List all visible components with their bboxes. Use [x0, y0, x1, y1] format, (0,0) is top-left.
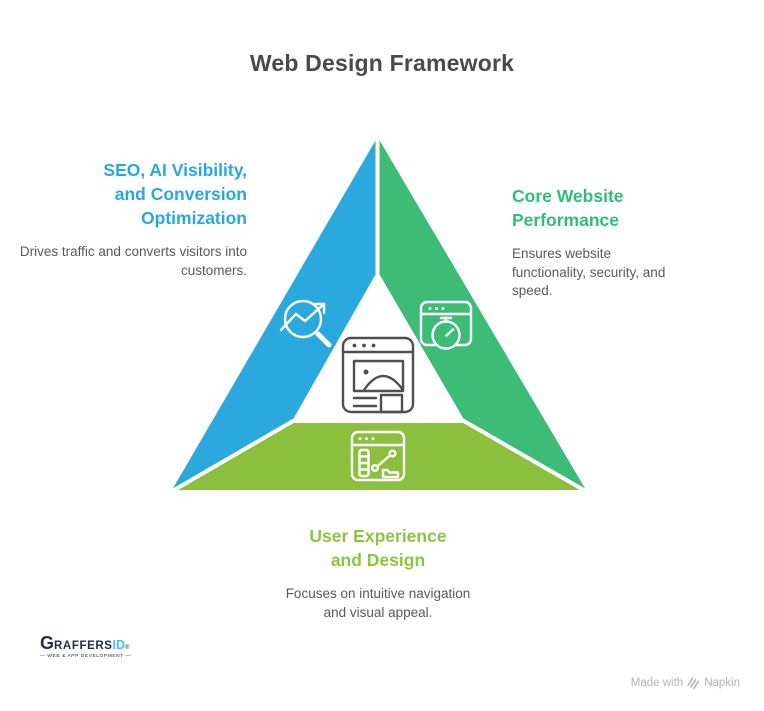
section-ux: User Experience and Design Focuses on in… — [282, 524, 474, 622]
section-performance-heading: Core Website Performance — [512, 186, 624, 230]
browser-chart-icon — [350, 430, 406, 482]
logo-letter-g: G — [40, 633, 55, 653]
triangle-band-ux — [172, 423, 586, 490]
registered-mark: ® — [125, 645, 130, 651]
credit-prefix: Made with — [630, 676, 684, 689]
search-trend-icon — [279, 299, 332, 348]
section-seo-heading: SEO, AI Visibility, and Conversion Optim… — [103, 160, 247, 228]
browser-image-icon — [341, 336, 415, 414]
graffersid-logo: GRAFFERSID® — WEB & APP DEVELOPMENT — — [40, 634, 131, 660]
separator-bottom-right — [462, 418, 590, 495]
logo-id-text: ID — [112, 638, 126, 652]
separator-bottom-left — [167, 418, 296, 495]
credit-brand: Napkin — [704, 676, 740, 689]
napkin-icon — [687, 677, 700, 689]
graffersid-logo-wordmark: GRAFFERSID® — [40, 634, 131, 653]
triangle-band-seo — [172, 137, 378, 490]
logo-raffers-text: RAFFERS — [54, 640, 113, 652]
section-performance: Core Website Performance Ensures website… — [512, 184, 680, 301]
triangle-band-performance — [377, 137, 586, 490]
section-ux-body: Focuses on intuitive navigation and visu… — [285, 586, 471, 620]
napkin-credit[interactable]: Made with Napkin — [631, 676, 740, 689]
page-title: Web Design Framework — [249, 50, 515, 76]
section-ux-heading: User Experience and Design — [309, 526, 447, 570]
section-seo: SEO, AI Visibility, and Conversion Optim… — [12, 158, 247, 280]
section-performance-body: Ensures website functionality, security,… — [512, 246, 666, 298]
section-seo-body: Drives traffic and converts visitors int… — [19, 244, 247, 278]
logo-tagline: — WEB & APP DEVELOPMENT — — [40, 654, 132, 659]
browser-stopwatch-icon — [419, 300, 473, 350]
